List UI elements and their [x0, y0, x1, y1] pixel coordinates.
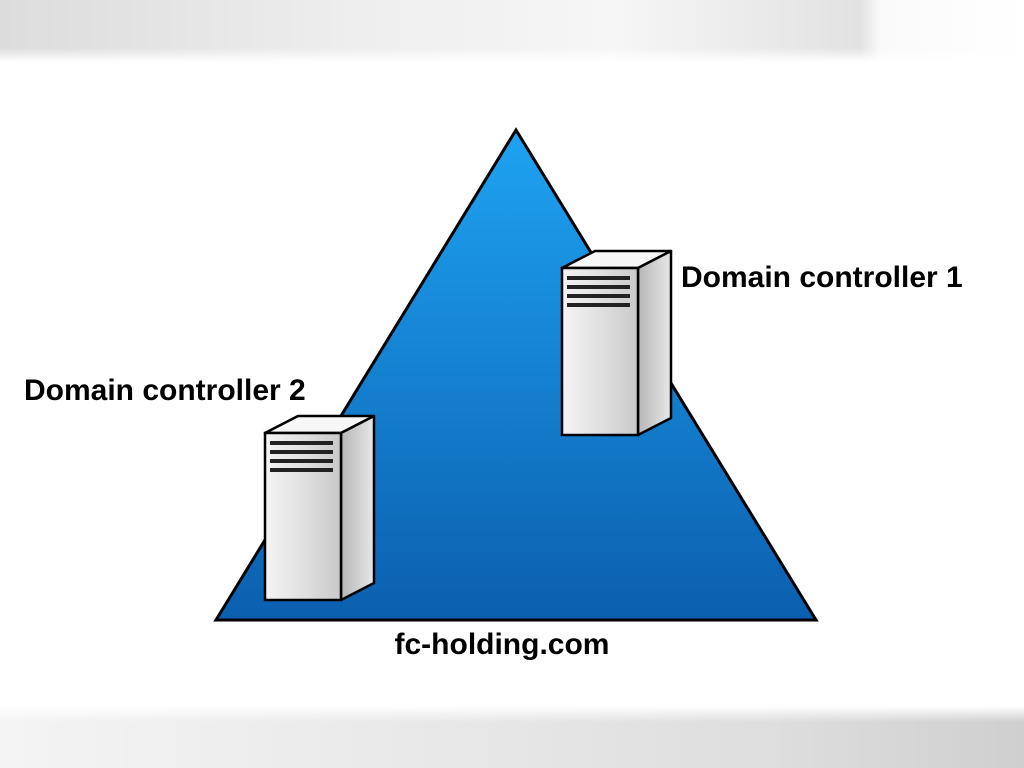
domain-name-label: fc-holding.com: [395, 628, 610, 661]
domain-controller-2-label: Domain controller 2: [24, 374, 306, 407]
footer-band: [0, 706, 1024, 768]
server-icon-domain-controller-1: [560, 249, 673, 437]
server-icon-domain-controller-2: [263, 414, 376, 602]
header-band: [0, 0, 1024, 62]
domain-controller-1-label: Domain controller 1: [681, 261, 963, 294]
